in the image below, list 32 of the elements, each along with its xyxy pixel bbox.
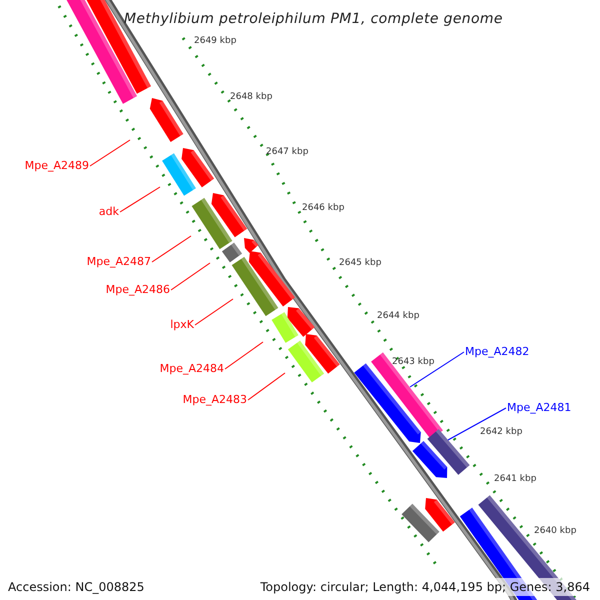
tick-label: 2642 kbp — [480, 427, 522, 438]
tick-label: 2643 kbp — [392, 357, 434, 368]
gene-label: lpxK — [170, 317, 194, 333]
leader-line — [170, 262, 210, 290]
tick-label: 2648 kbp — [230, 92, 272, 103]
tick-label: 2646 kbp — [302, 203, 344, 214]
leader-line — [448, 408, 506, 440]
tick-label: 2649 kbp — [194, 36, 236, 47]
leader-line — [120, 186, 160, 212]
gene-bar — [371, 352, 443, 440]
tick-label: 2644 kbp — [377, 311, 420, 322]
tick-label: 2647 kbp — [266, 147, 308, 158]
gene-label: Mpe_A2482 — [465, 344, 530, 360]
tick-label: 2645 kbp — [339, 258, 382, 269]
tick-label: 2640 kbp — [534, 526, 576, 537]
leader-line — [152, 236, 192, 262]
gene-label: Mpe_A2481 — [507, 400, 572, 416]
leader-line — [224, 342, 264, 370]
gene-label: Mpe_A2487 — [86, 254, 151, 270]
gene-label: Mpe_A2483 — [182, 392, 247, 408]
map-title: Methylibium petroleiphilum PM1, complete genome — [124, 10, 503, 29]
leader-line — [410, 352, 464, 388]
tick-label: 2641 kbp — [494, 474, 536, 485]
gene-label: adk — [98, 204, 119, 220]
gene-bar — [427, 429, 470, 475]
accession-text: Accession: NC_008825 — [7, 579, 146, 596]
gene-label: Mpe_A2489 — [24, 158, 89, 174]
leader-line — [248, 372, 286, 400]
gene-label: Mpe_A2486 — [106, 282, 170, 298]
leader-line — [194, 298, 234, 326]
leader-line — [90, 140, 130, 166]
gene-label: Mpe_A2484 — [160, 361, 224, 377]
